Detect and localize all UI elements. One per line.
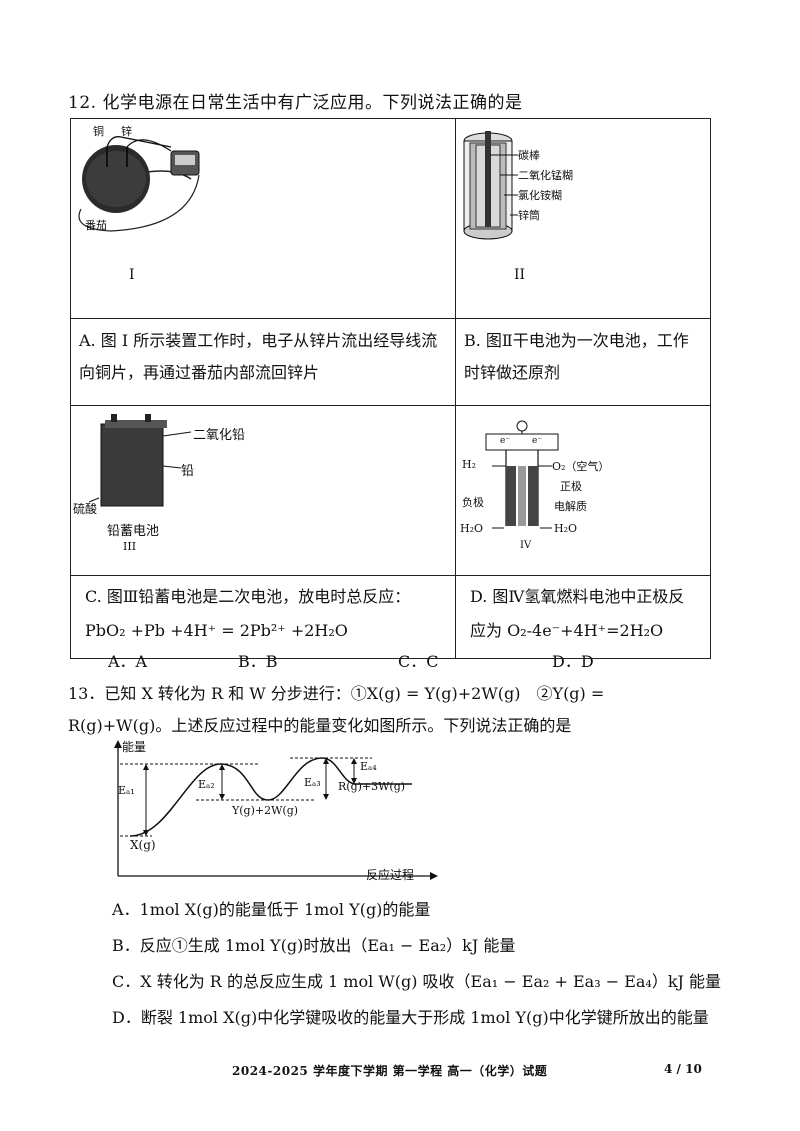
- fig4-h2o-left: H₂O: [460, 522, 484, 535]
- fig3-name: 铅蓄电池: [107, 524, 160, 539]
- diagram-x-label: X(g): [130, 838, 156, 852]
- diagram-ea3: Eₐ₃: [304, 776, 321, 789]
- fig2-cell: 碳棒 二氧化锰糊 氯化铵糊 锌筒 II: [455, 118, 711, 319]
- q12-optD-cell: D. 图Ⅳ氢氧燃料电池中正极反应为 O₂-4e⁻+4H⁺=2H₂O: [455, 575, 711, 659]
- fig1-cell: 铜 锌 番茄 I: [70, 118, 456, 319]
- fig4-h2o-right: H₂O: [554, 522, 578, 535]
- fig1-label-tomato: 番茄: [85, 219, 107, 232]
- diagram-y-label: Y(g)+2W(g): [232, 804, 299, 817]
- fig2-label-zinc-can: 锌筒: [518, 209, 540, 222]
- diagram-xlabel: 反应过程: [366, 868, 415, 882]
- diagram-ylabel: 能量: [122, 740, 147, 754]
- lead-acid-battery-figure: [88, 414, 192, 507]
- tomato-battery-figure: [78, 136, 200, 232]
- q13-optD[interactable]: D．断裂 1mol X(g)中化学键吸收的能量大于形成 1mol Y(g)中化学…: [112, 1008, 709, 1027]
- fig4-caption: IV: [520, 540, 532, 551]
- fig2-label-carbon: 碳棒: [518, 149, 540, 162]
- fig3-caption: III: [123, 540, 137, 553]
- page-number: 4 / 10: [664, 1062, 702, 1076]
- diagram-ea2: Eₐ₂: [198, 778, 215, 791]
- fig3-label-pb: 铅: [181, 464, 195, 479]
- q13-optC[interactable]: C．X 转化为 R 的总反应生成 1 mol W(g) 吸收（Ea₁ − Ea₂…: [112, 972, 722, 991]
- fig2-label-mno2: 二氧化锰糊: [518, 169, 573, 182]
- fig3-label-acid: 硫酸: [73, 502, 98, 516]
- q12-optC-line2: PbO₂ +Pb +4H⁺ = 2Pb²⁺ +2H₂O: [85, 621, 348, 640]
- diagram-ea4: Eₐ₄: [360, 760, 377, 773]
- fig4-h2: H₂: [462, 458, 477, 471]
- fig4-positive: 正极: [560, 480, 582, 493]
- q12-optC-cell: C. 图Ⅲ铅蓄电池是二次电池，放电时总反应： PbO₂ +Pb +4H⁺ = 2…: [70, 575, 456, 659]
- q12-optA: A. 图 I 所示装置工作时，电子从锌片流出经导线流向铜片，再通过番茄内部流回锌…: [79, 331, 438, 382]
- page-footer: 2024-2025 学年度下学期 第一学程 高一（化学）试题: [232, 1064, 548, 1078]
- q12-optB-cell: B. 图Ⅱ干电池为一次电池，工作时锌做还原剂: [455, 318, 711, 406]
- fig4-cell: e⁻ e⁻ H₂ O₂（空气） 正极 负极 电解质 H₂O H₂O IV: [455, 405, 711, 576]
- fig4-e2: e⁻: [532, 436, 543, 446]
- q12-figure-table: 铜 锌 番茄 I 碳棒 二氧化锰糊 氯化铵糊 锌筒 II: [70, 118, 711, 659]
- fig1-caption: I: [129, 267, 135, 283]
- q12-optD: D. 图Ⅳ氢氧燃料电池中正极反应为 O₂-4e⁻+4H⁺=2H₂O: [470, 587, 685, 640]
- fig4-electrolyte: 电解质: [554, 500, 587, 513]
- diagram-r-label: R(g)+3W(g): [338, 780, 406, 793]
- q12-optC-line1: C. 图Ⅲ铅蓄电池是二次电池，放电时总反应：: [85, 587, 411, 606]
- q12-optA-cell: A. 图 I 所示装置工作时，电子从锌片流出经导线流向铜片，再通过番茄内部流回锌…: [70, 318, 456, 406]
- dry-cell-figure: [463, 131, 518, 240]
- fig4-e1: e⁻: [500, 436, 511, 446]
- fig2-caption: II: [514, 267, 526, 283]
- fig3-cell: 二氧化铅 铅 硫酸 铅蓄电池 III: [70, 405, 456, 576]
- q12-choice-D[interactable]: D．D: [552, 652, 594, 671]
- q13-optA[interactable]: A．1mol X(g)的能量低于 1mol Y(g)的能量: [112, 900, 431, 919]
- q12-optB: B. 图Ⅱ干电池为一次电池，工作时锌做还原剂: [464, 331, 689, 382]
- q13-stem: 13．已知 X 转化为 R 和 W 分步进行：①X(g) = Y(g)+2W(g…: [68, 684, 605, 735]
- fig3-label-pbo2: 二氧化铅: [193, 428, 246, 443]
- fuel-cell-figure: [485, 420, 559, 529]
- fig4-negative: 负极: [462, 496, 484, 509]
- energy-profile-diagram: [114, 740, 438, 880]
- fig1-label-cu: 铜: [93, 125, 104, 138]
- q12-stem: 12. 化学电源在日常生活中有广泛应用。下列说法正确的是: [68, 93, 523, 113]
- q13-optB[interactable]: B．反应①生成 1mol Y(g)时放出（Ea₁ − Ea₂）kJ 能量: [112, 936, 516, 955]
- q12-choice-C[interactable]: C．C: [398, 652, 439, 671]
- fig4-o2: O₂（空气）: [552, 460, 610, 473]
- fig1-label-zn: 锌: [121, 125, 132, 138]
- diagram-ea1: Eₐ₁: [118, 784, 135, 797]
- q12-choice-A[interactable]: A．A: [108, 652, 148, 671]
- fig2-label-nh4cl: 氯化铵糊: [518, 189, 562, 202]
- q12-choice-B[interactable]: B．B: [238, 652, 278, 671]
